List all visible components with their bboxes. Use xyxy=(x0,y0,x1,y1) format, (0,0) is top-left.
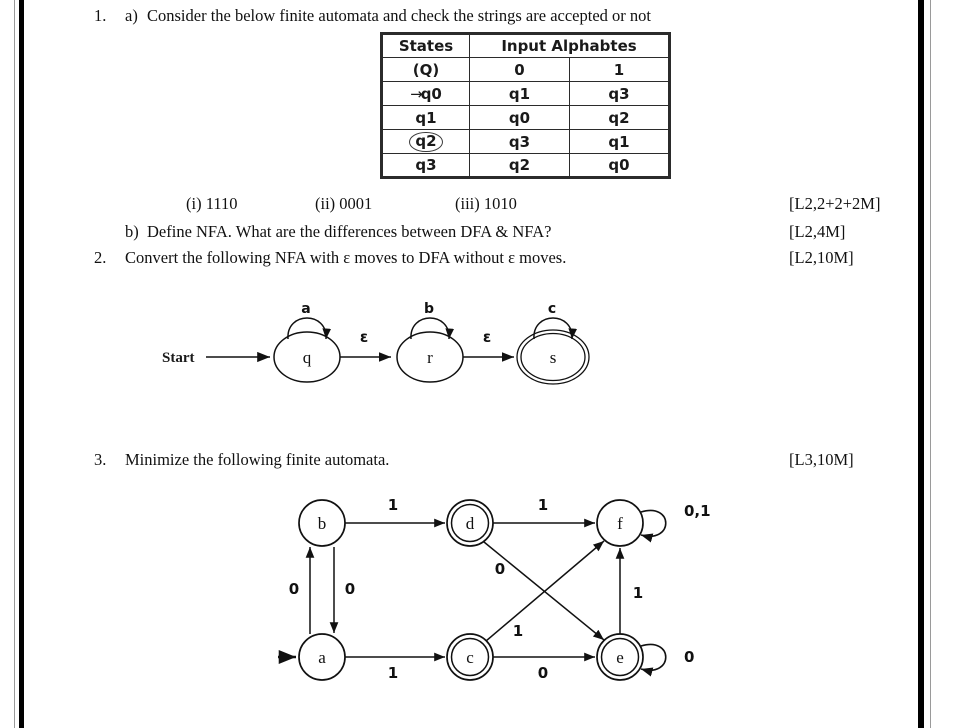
question-2-text: Convert the following NFA with ε moves t… xyxy=(125,248,567,267)
dfa-edge-label-d-to-f: 1 xyxy=(538,496,548,514)
question-1b-part-label: b) xyxy=(125,222,139,241)
table-cell-state-q2: q2 xyxy=(380,129,470,154)
table-header-row-2: (Q) 0 1 xyxy=(380,57,671,82)
table-cell-q3-on-1: q0 xyxy=(569,153,671,179)
table-cell-state-q3: q3 xyxy=(380,153,470,179)
table-cell-q2-on-1: q1 xyxy=(569,129,671,154)
string-item-1: (i) 1110 xyxy=(186,194,237,214)
table-row: q3 q2 q0 xyxy=(380,153,671,179)
scan-edge-bar-right xyxy=(918,0,924,728)
dfa-minimize-diagram: b a d c f e xyxy=(260,490,720,705)
table-header-states: States xyxy=(380,32,470,58)
question-2-marks: [L2,10M] xyxy=(789,248,854,267)
string-roman-1: (i) xyxy=(186,194,202,213)
dfa-edge-label-b-to-d: 1 xyxy=(388,496,398,514)
dfa-edge-label-e-to-f: 1 xyxy=(633,584,643,602)
dfa-state-f-circle xyxy=(596,499,644,547)
nfa-state-s-label: s xyxy=(550,348,557,367)
table-header-symbol-1: 1 xyxy=(569,57,671,82)
table-row: q1 q0 q2 xyxy=(380,105,671,130)
dfa-state-e-label: e xyxy=(616,648,624,667)
dfa-self-loop-label-e: 0 xyxy=(684,648,694,666)
table-header-states-sub: (Q) xyxy=(380,57,470,82)
question-1a-part-label: a) xyxy=(125,6,138,25)
nfa-state-q-label: q xyxy=(303,348,312,367)
dfa-edge-c-to-f xyxy=(485,540,605,642)
nfa-self-loop-label-c: c xyxy=(548,301,556,317)
scan-edge-bar-right-thin xyxy=(930,0,931,728)
question-1b-marks: [L2,4M] xyxy=(789,222,846,241)
dfa-state-f-label: f xyxy=(617,514,623,533)
dfa-state-d-inner-circle xyxy=(450,503,490,543)
dfa-state-a-label: a xyxy=(318,648,326,667)
dfa-state-e-inner-circle xyxy=(600,637,640,677)
transition-table: States Input Alphabtes (Q) 0 1 →q0 q1 q3 xyxy=(380,32,671,179)
question-2-number: 2. xyxy=(94,248,107,267)
nfa-self-loop-label-b: b xyxy=(424,301,434,317)
dfa-self-loop-label-f: 0,1 xyxy=(684,502,711,520)
string-roman-2: (ii) xyxy=(315,194,336,213)
dfa-state-c-inner-circle xyxy=(450,637,490,677)
nfa-self-loop-q xyxy=(287,317,332,340)
table-row: →q0 q1 q3 xyxy=(380,81,671,106)
question-1a-marks: [L2,2+2+2M] xyxy=(789,194,881,213)
table-header-row-1: States Input Alphabtes xyxy=(380,32,671,58)
dfa-edge-label-c-to-f: 1 xyxy=(513,622,523,640)
table-cell-state-q1: q1 xyxy=(380,105,470,130)
start-state-arrow-icon: → xyxy=(410,84,423,103)
dfa-edge-label-b-to-a: 0 xyxy=(345,580,355,598)
nfa-state-r-label: r xyxy=(427,348,433,367)
dfa-edge-label-a-to-b: 0 xyxy=(289,580,299,598)
nfa-epsilon-diagram: Start q a ε r b ε xyxy=(160,295,620,405)
nfa-state-s-outer-circle xyxy=(516,329,590,385)
accepting-state-marker: q2 xyxy=(409,131,443,152)
nfa-state-s-inner-circle xyxy=(520,332,586,382)
question-1b-text: Define NFA. What are the differences bet… xyxy=(147,222,552,241)
scan-edge-bar-left xyxy=(19,0,24,728)
table-cell-q0-on-1: q3 xyxy=(569,81,671,106)
dfa-state-b-label: b xyxy=(318,514,327,533)
string-value-1: 1110 xyxy=(205,194,238,213)
question-1a-text: Consider the below finite automata and c… xyxy=(147,6,651,25)
nfa-self-loop-s xyxy=(533,317,578,340)
string-value-3: 1010 xyxy=(483,194,517,213)
table-cell-q1-on-1: q2 xyxy=(569,105,671,130)
table-row: q2 q3 q1 xyxy=(380,129,671,154)
question-3-number: 3. xyxy=(94,450,107,469)
table-cell-q2-on-0: q3 xyxy=(469,129,570,154)
table-header-symbol-0: 0 xyxy=(469,57,570,82)
dfa-edge-label-c-to-e: 0 xyxy=(538,664,548,682)
table-cell-state-q0: →q0 xyxy=(380,81,470,106)
dfa-state-d-label: d xyxy=(466,514,475,533)
nfa-self-loop-r xyxy=(410,317,455,340)
table-cell-q0-on-0: q1 xyxy=(469,81,570,106)
table-cell-q1-on-0: q0 xyxy=(469,105,570,130)
table-header-input-alphabets: Input Alphabtes xyxy=(469,32,671,58)
dfa-edge-label-a-to-c: 1 xyxy=(388,664,398,682)
nfa-self-loop-label-a: a xyxy=(301,301,310,317)
question-3-marks: [L3,10M] xyxy=(789,450,854,469)
string-roman-3: (iii) xyxy=(455,194,480,213)
table-cell-q3-on-0: q2 xyxy=(469,153,570,179)
string-value-2: 0001 xyxy=(339,194,373,213)
dfa-edge-label-d-to-e: 0 xyxy=(495,560,505,578)
dfa-self-loop-f xyxy=(640,509,667,543)
question-3-text: Minimize the following finite automata. xyxy=(125,450,390,469)
question-1-number: 1. xyxy=(94,6,107,25)
dfa-state-c-label: c xyxy=(466,648,474,667)
nfa-edge-label-epsilon-2: ε xyxy=(483,328,491,346)
dfa-self-loop-e xyxy=(640,643,667,677)
nfa-edge-label-epsilon-1: ε xyxy=(360,328,368,346)
string-item-2: (ii) 0001 xyxy=(315,194,372,214)
state-label: q0 xyxy=(420,84,442,103)
string-item-3: (iii) 1010 xyxy=(455,194,517,214)
nfa-start-label: Start xyxy=(162,350,195,366)
scan-edge-bar-left-thin xyxy=(14,0,15,728)
